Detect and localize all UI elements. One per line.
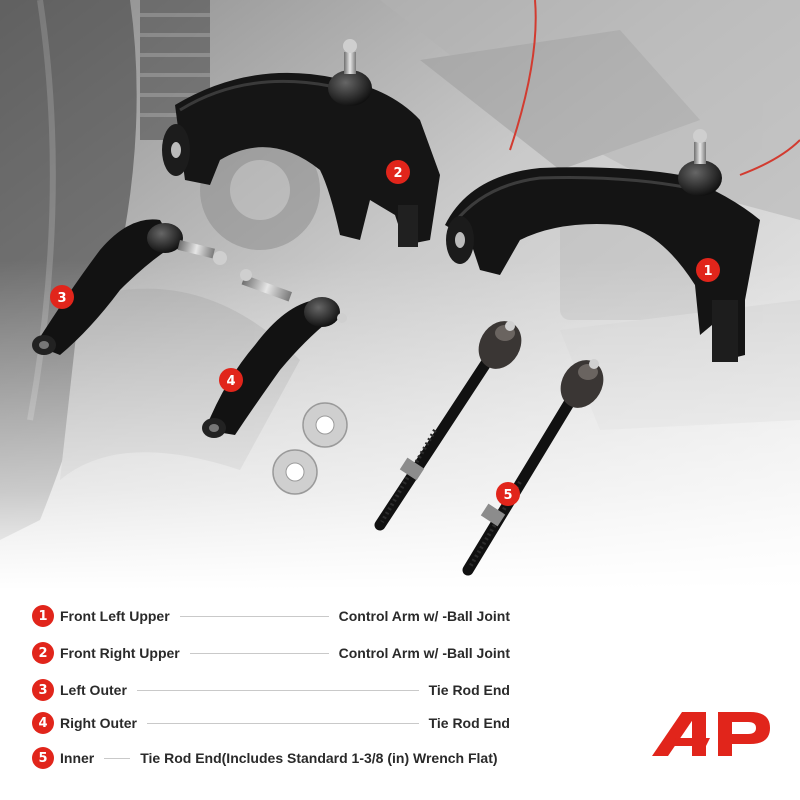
legend-number-badge: 1 [32, 605, 54, 627]
callout-badge-4: 4 [219, 368, 243, 392]
callout-badge-3: 3 [50, 285, 74, 309]
leader-line [147, 722, 419, 724]
callout-badge-1: 1 [696, 258, 720, 282]
leader-line [179, 615, 329, 617]
legend-description: Control Arm w/ -Ball Joint [338, 645, 510, 661]
svg-text:1: 1 [703, 264, 712, 279]
left-outer-tie-rod-end [32, 219, 227, 355]
legend-row: 3 Left Outer Tie Rod End [32, 678, 510, 702]
lock-washer [302, 402, 348, 448]
legend-description: Control Arm w/ -Ball Joint [338, 608, 510, 624]
callout-badge-5: 5 [496, 482, 520, 506]
a-premium-logo-icon [652, 708, 774, 764]
leader-line [136, 689, 419, 691]
legend-row: 2 Front Right Upper Control Arm w/ -Ball… [32, 641, 510, 665]
legend-row: 5 Inner Tie Rod End(Includes Standard 1-… [32, 746, 510, 770]
svg-text:4: 4 [226, 374, 235, 389]
leader-line [104, 757, 131, 759]
legend-label: Inner [60, 750, 95, 766]
front-right-upper-control-arm [162, 39, 440, 247]
legend-description: Tie Rod End [428, 682, 510, 698]
lock-washer [272, 449, 318, 495]
legend-number-badge: 2 [32, 642, 54, 664]
legend-description: Tie Rod End [428, 715, 510, 731]
leader-line [189, 652, 329, 654]
svg-text:5: 5 [503, 488, 512, 503]
legend-row: 1 Front Left Upper Control Arm w/ -Ball … [32, 604, 510, 628]
legend-number-badge: 4 [32, 712, 54, 734]
legend-label: Front Right Upper [60, 645, 180, 661]
legend-label: Front Left Upper [60, 608, 170, 624]
legend-label: Left Outer [60, 682, 127, 698]
legend-number-badge: 3 [32, 679, 54, 701]
product-photo: 1 2 3 4 5 [0, 0, 800, 590]
svg-text:2: 2 [393, 166, 402, 181]
legend-number-badge: 5 [32, 747, 54, 769]
front-left-upper-control-arm [445, 129, 760, 362]
callout-badge-2: 2 [386, 160, 410, 184]
legend-row: 4 Right Outer Tie Rod End [32, 711, 510, 735]
svg-text:3: 3 [57, 291, 66, 306]
right-outer-tie-rod-end [202, 269, 347, 438]
inner-tie-rod-end [374, 321, 522, 531]
legend-label: Right Outer [60, 715, 137, 731]
legend-description: Tie Rod End(Includes Standard 1-3/8 (in)… [140, 750, 498, 766]
parts-legend: 1 Front Left Upper Control Arm w/ -Ball … [0, 596, 800, 800]
